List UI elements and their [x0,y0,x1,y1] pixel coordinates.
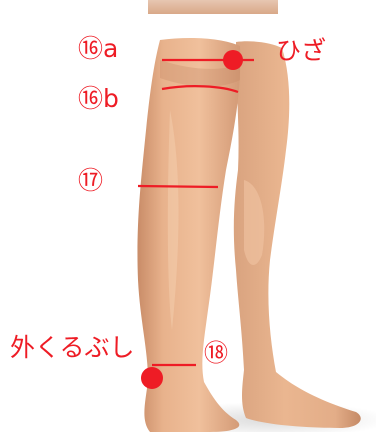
label-point-18: ⑱ [204,341,228,365]
outer-ankle-dot [141,367,163,389]
label-knee: ひざ [276,38,326,63]
label-point-17: ⑰ [78,168,103,193]
label-point-16b: ⑯b [78,86,119,111]
label-point-16a: ⑯a [78,36,118,61]
knee-dot [223,50,243,70]
label-outer-ankle: 外くるぶし [10,335,135,360]
line-17 [138,186,218,187]
